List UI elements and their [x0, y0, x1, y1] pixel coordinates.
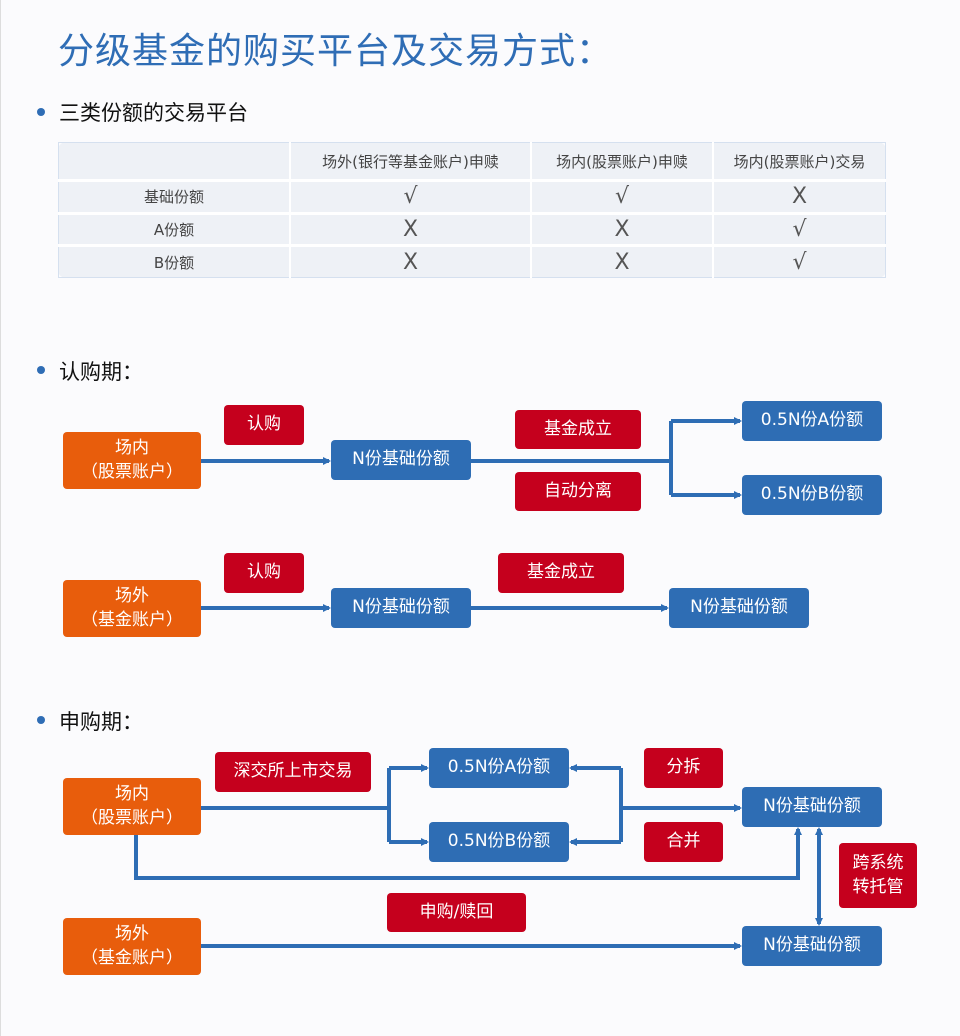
section-heading-purchase-period: 申购期： — [59, 710, 143, 734]
result-base-share-box: N份基础份额 — [669, 588, 809, 628]
label-merge: 合并 — [644, 822, 723, 862]
page-title: 分级基金的购买平台及交易方式： — [58, 31, 614, 72]
cell: X — [531, 245, 714, 278]
header-cell: 场外(银行等基金账户)申赎 — [290, 142, 532, 182]
cell: X — [290, 213, 532, 248]
label-subscribe: 认购 — [224, 553, 304, 593]
cell: X — [290, 245, 532, 278]
cell: √ — [792, 249, 807, 275]
row-label: A份额 — [58, 213, 291, 248]
cell: √ — [713, 213, 886, 248]
cell: X — [713, 180, 886, 215]
b-share-box: 0.5N份B份额 — [429, 822, 569, 862]
base-share-box: N份基础份额 — [331, 588, 471, 628]
base-share-box: N份基础份额 — [331, 440, 471, 480]
bullet-icon — [37, 108, 45, 116]
arrow — [134, 827, 802, 880]
label-subscribe: 认购 — [224, 405, 304, 445]
label-split: 分拆 — [644, 748, 723, 788]
offsite-box: 场外 （基金账户） — [63, 918, 201, 975]
a-share-box: 0.5N份A份额 — [429, 748, 569, 788]
cell: X — [531, 213, 714, 248]
section-heading-platforms: 三类份额的交易平台 — [59, 101, 248, 125]
label-auto-split: 自动分离 — [515, 472, 641, 511]
label-cross-system-transfer: 跨系统 转托管 — [839, 843, 917, 908]
cell: √ — [531, 180, 714, 215]
source-offsite-box: 场外 （基金账户） — [63, 580, 201, 637]
header-cell: 场内(股票账户)交易 — [713, 142, 886, 182]
base-share-onsite-box: N份基础份额 — [742, 787, 882, 827]
base-share-offsite-box: N份基础份额 — [742, 926, 882, 966]
header-cell: 场内(股票账户)申赎 — [531, 142, 714, 182]
label-fund-established: 基金成立 — [498, 553, 624, 593]
source-onsite-box: 场内 （股票账户） — [63, 432, 201, 489]
row-label: B份额 — [58, 245, 291, 278]
platform-table: 场外(银行等基金账户)申赎 场内(股票账户)申赎 场内(股票账户)交易 基础份额… — [58, 142, 886, 278]
label-fund-established: 基金成立 — [515, 410, 641, 449]
table-row: A份额 X X √ — [58, 213, 886, 248]
table-row: 基础份额 √ √ X — [58, 180, 886, 215]
table-header-row: 场外(银行等基金账户)申赎 场内(股票账户)申赎 场内(股票账户)交易 — [58, 142, 886, 182]
bullet-icon — [37, 366, 45, 374]
section-heading-subscription-period: 认购期： — [59, 360, 143, 384]
b-share-box: 0.5N份B份额 — [742, 475, 882, 515]
table-row: B份额 X X √ — [58, 245, 886, 278]
a-share-box: 0.5N份A份额 — [742, 401, 882, 441]
onsite-box: 场内 （股票账户） — [63, 778, 201, 835]
row-label: 基础份额 — [58, 180, 291, 215]
header-cell — [58, 142, 291, 182]
cell: √ — [290, 180, 532, 215]
bullet-icon — [37, 716, 45, 724]
label-subscribe-redeem: 申购/赎回 — [387, 893, 526, 932]
label-listing: 深交所上市交易 — [215, 752, 371, 792]
